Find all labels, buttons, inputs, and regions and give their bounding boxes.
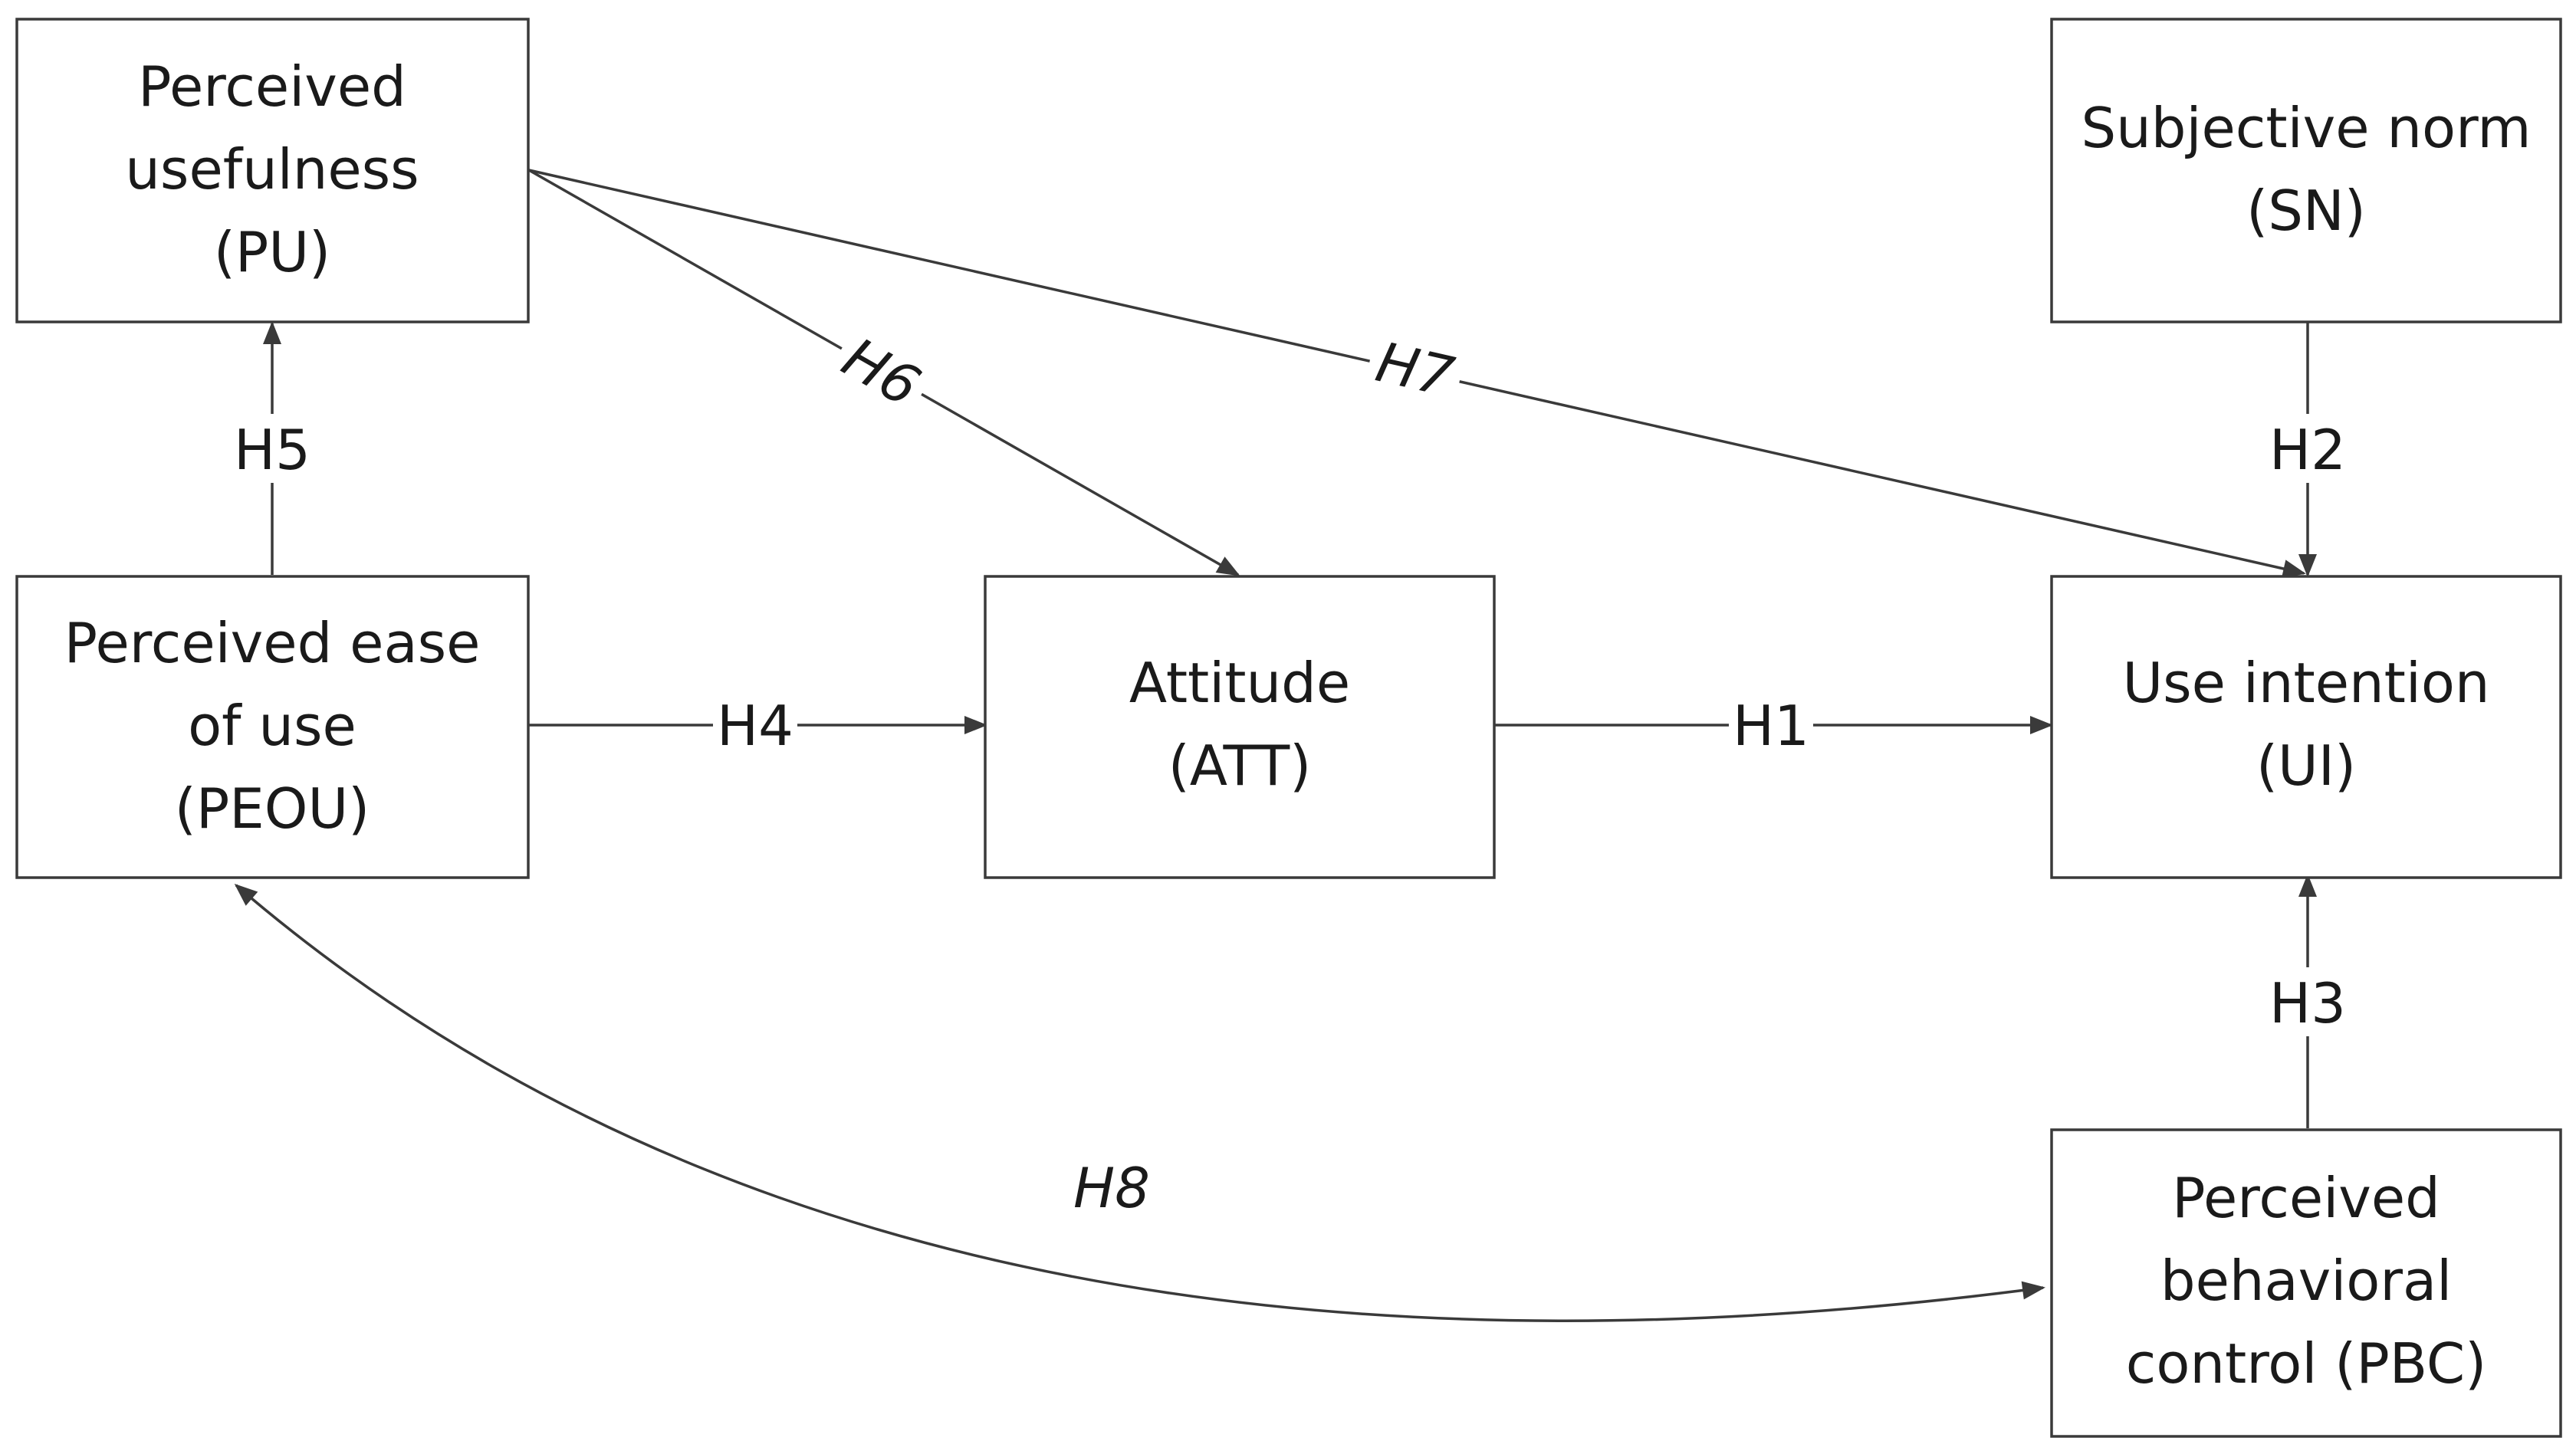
edge-h2: H2 [2266,322,2350,577]
node-att: Attitude (ATT) [984,575,1496,879]
edge-h5: H5 [230,321,314,575]
edge-h4: H4 [527,690,987,759]
node-peou-line-2: of use [188,694,356,758]
node-peou-line-1: Perceived ease [64,611,481,675]
node-pu-line-2: usefulness [125,137,419,202]
node-ui-line-1: Use intention [2122,651,2489,715]
node-ui: Use intention (UI) [2050,575,2562,879]
node-att-line-1: Attitude [1129,651,1350,715]
node-peou-line-3: (PEOU) [175,776,370,841]
edge-h2-label: H2 [2269,418,2346,482]
node-pu: Perceived usefulness (PU) [15,18,530,323]
edge-h1: H1 [1493,690,2053,759]
edge-h6-label: H6 [832,325,930,418]
node-sn: Subjective norm (SN) [2050,18,2562,323]
node-pbc-line-2: behavioral [2160,1249,2452,1313]
node-peou: Perceived ease of use (PEOU) [15,575,530,879]
node-pbc-line-3: control (PBC) [2126,1331,2486,1396]
edge-h3: H3 [2266,874,2350,1128]
node-att-line-2: (ATT) [1168,734,1312,798]
edge-h6: H6 [528,169,1240,576]
node-ui-line-2: (UI) [2256,734,2356,798]
edge-h8-curve [234,884,2045,1322]
node-pu-line-1: Perceived [138,54,406,119]
edge-h8-label: H8 [1073,1156,1150,1220]
node-pu-line-3: (PU) [214,220,330,284]
edge-h5-label: H5 [234,418,310,482]
node-pbc: Perceived behavioral control (PBC) [2050,1128,2562,1438]
node-pbc-line-1: Perceived [2172,1166,2440,1230]
node-sn-line-1: Subjective norm [2081,96,2531,160]
edge-h4-label: H4 [717,694,794,758]
node-sn-line-2: (SN) [2246,179,2366,243]
edge-h7: H7 [528,169,2306,578]
edge-h3-label: H3 [2269,971,2346,1036]
edge-h1-label: H1 [1733,694,1809,758]
edge-h8: H8 [234,884,2045,1322]
